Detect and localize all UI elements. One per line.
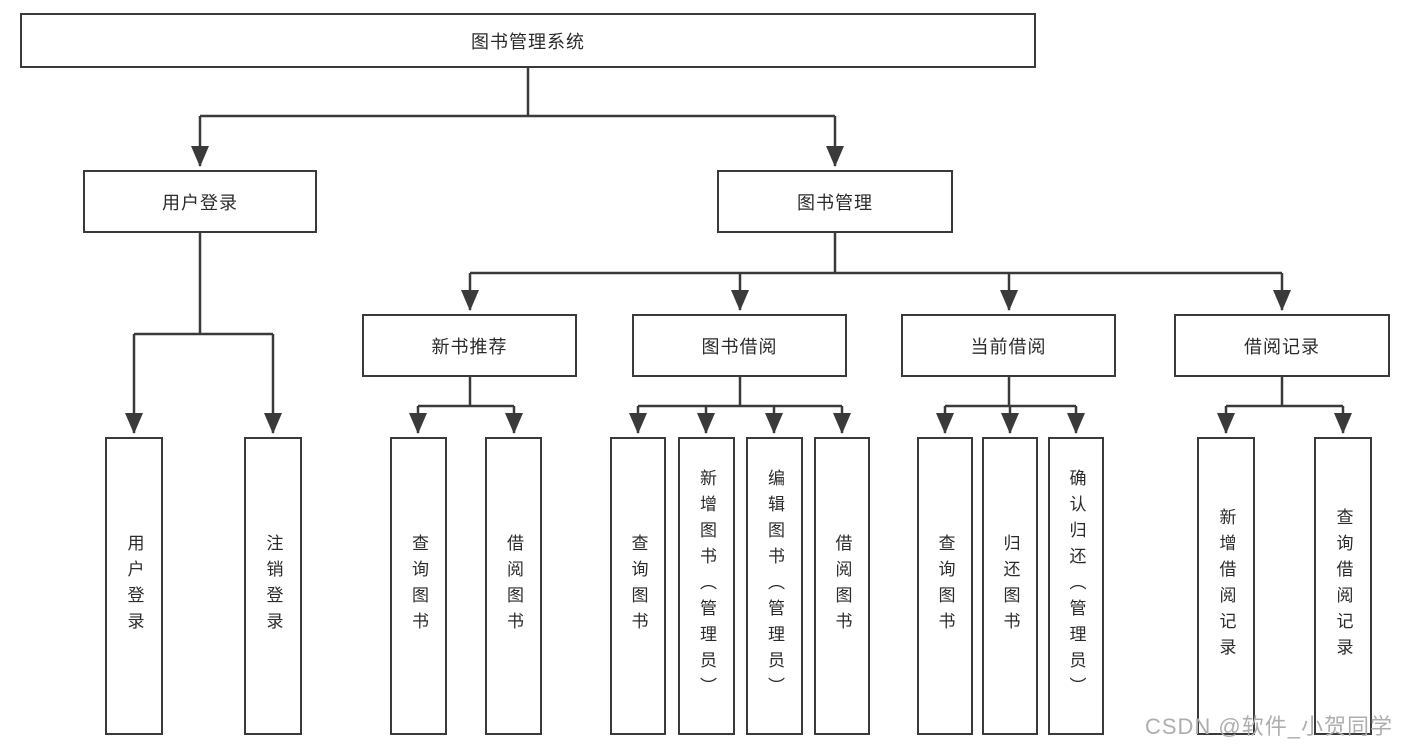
node-new-book-recommend: 新书推荐 (362, 314, 577, 377)
leaf-record-add-label: 新增借阅记录 (1216, 508, 1236, 664)
leaf-current-query-label: 查询图书 (935, 534, 955, 638)
leaf-current-return: 归还图书 (982, 437, 1038, 735)
node-root-system: 图书管理系统 (20, 13, 1036, 68)
node-current-borrow: 当前借阅 (901, 314, 1116, 377)
leaf-borrow-book-label: 借阅图书 (832, 534, 852, 638)
leaf-record-add: 新增借阅记录 (1197, 437, 1255, 735)
node-book-management: 图书管理 (717, 170, 953, 233)
node-user-login: 用户登录 (83, 170, 317, 233)
leaf-user-login-label: 用户登录 (124, 534, 144, 638)
leaf-record-query: 查询借阅记录 (1314, 437, 1372, 735)
leaf-borrow-add-admin-label: 新增图书（管理员） (697, 469, 716, 703)
node-borrow-records: 借阅记录 (1174, 314, 1390, 377)
node-new-book-recommend-label: 新书推荐 (431, 336, 508, 357)
leaf-borrow-edit-admin-label: 编辑图书（管理员） (765, 469, 784, 703)
node-user-login-label: 用户登录 (162, 192, 238, 213)
node-root-label: 图书管理系统 (471, 31, 585, 52)
leaf-borrow-query-label: 查询图书 (628, 534, 648, 638)
leaf-newbook-borrow-label: 借阅图书 (504, 534, 523, 638)
leaf-borrow-query: 查询图书 (610, 437, 666, 735)
leaf-logout: 注销登录 (244, 437, 302, 735)
leaf-newbook-query-label: 查询图书 (409, 534, 428, 638)
leaf-current-confirm-admin: 确认归还（管理员） (1048, 437, 1104, 735)
leaf-borrow-edit-admin: 编辑图书（管理员） (746, 437, 803, 735)
leaf-borrow-add-admin: 新增图书（管理员） (678, 437, 735, 735)
node-borrow-records-label: 借阅记录 (1244, 336, 1320, 357)
leaf-record-query-label: 查询借阅记录 (1333, 508, 1353, 664)
node-book-management-label: 图书管理 (797, 192, 873, 213)
leaf-newbook-borrow: 借阅图书 (485, 437, 542, 735)
leaf-user-login: 用户登录 (105, 437, 163, 735)
leaf-current-confirm-admin-label: 确认归还（管理员） (1066, 469, 1086, 703)
node-current-borrow-label: 当前借阅 (970, 336, 1047, 357)
leaf-current-query: 查询图书 (917, 437, 973, 735)
leaf-borrow-book: 借阅图书 (814, 437, 870, 735)
leaf-logout-label: 注销登录 (263, 534, 283, 638)
node-book-borrow: 图书借阅 (632, 314, 847, 377)
leaf-current-return-label: 归还图书 (1000, 534, 1020, 638)
leaf-newbook-query: 查询图书 (390, 437, 447, 735)
node-book-borrow-label: 图书借阅 (701, 336, 778, 357)
